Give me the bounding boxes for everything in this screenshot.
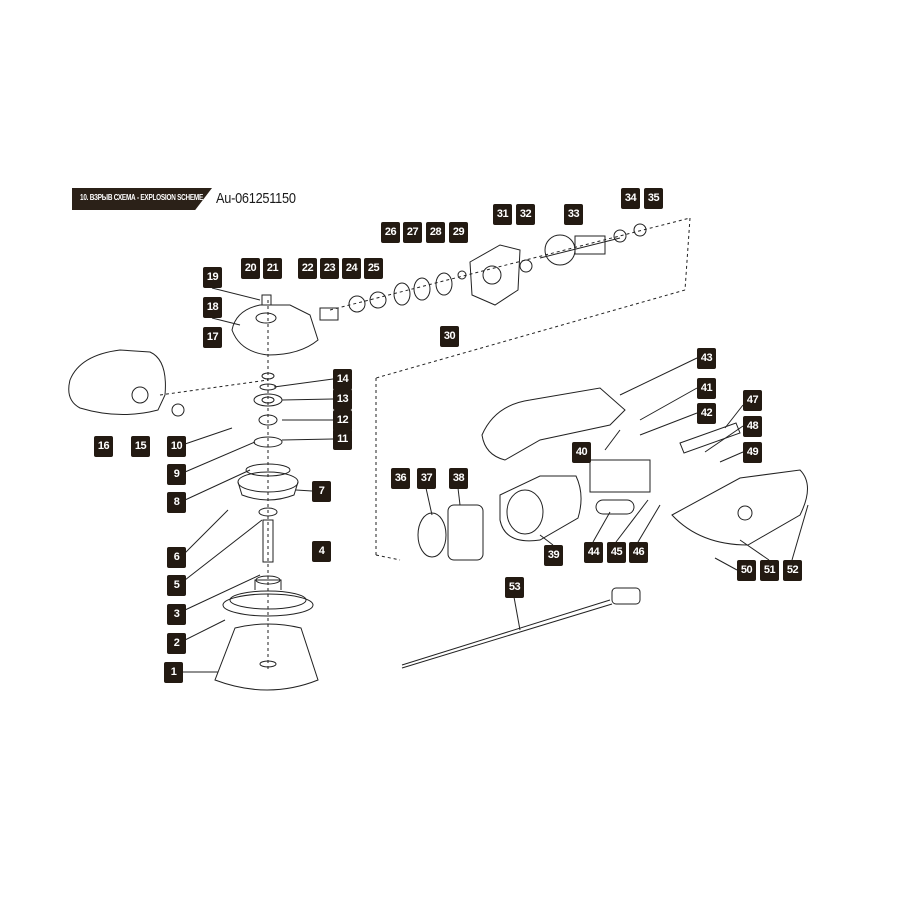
part-label-30: 30	[440, 326, 459, 347]
model-code: Au-061251150	[216, 190, 296, 207]
armature	[519, 223, 647, 273]
part-label-41: 41	[697, 378, 716, 399]
part-label-2: 2	[167, 633, 186, 654]
bearing-housing	[237, 463, 299, 501]
part-label-24: 24	[342, 258, 361, 279]
power-cord	[401, 587, 641, 669]
part-label-4: 4	[312, 541, 331, 562]
part-label-43: 43	[697, 348, 716, 369]
section-title: 10. ВЗРЫВ СХЕМА - EXPLOSION SCHEME	[80, 193, 204, 202]
part-label-17: 17	[203, 327, 222, 348]
part-label-23: 23	[320, 258, 339, 279]
part-label-42: 42	[697, 403, 716, 424]
part-label-9: 9	[167, 464, 186, 485]
part-label-12: 12	[333, 410, 352, 431]
front-cover	[68, 349, 185, 417]
part-label-53: 53	[505, 577, 524, 598]
part-label-25: 25	[364, 258, 383, 279]
part-label-7: 7	[312, 481, 331, 502]
part-label-15: 15	[131, 436, 150, 457]
bearing-plate	[469, 244, 521, 306]
part-label-5: 5	[167, 575, 186, 596]
part-label-20: 20	[241, 258, 260, 279]
part-label-27: 27	[403, 222, 422, 243]
part-label-19: 19	[203, 267, 222, 288]
part-label-11: 11	[333, 429, 352, 450]
part-label-50: 50	[737, 560, 756, 581]
section-header: 10. ВЗРЫВ СХЕМА - EXPLOSION SCHEME	[72, 188, 212, 210]
rear-handle	[671, 469, 808, 546]
part-label-45: 45	[607, 542, 626, 563]
motor-housing	[481, 387, 626, 461]
switch	[589, 459, 651, 515]
part-label-31: 31	[493, 204, 512, 225]
cable-sleeve	[679, 422, 741, 454]
part-label-34: 34	[621, 188, 640, 209]
part-label-40: 40	[572, 442, 591, 463]
polishing-pad	[214, 623, 319, 691]
backing-plate	[222, 575, 314, 617]
part-label-49: 49	[743, 442, 762, 463]
part-label-48: 48	[743, 416, 762, 437]
part-label-36: 36	[391, 468, 410, 489]
part-label-39: 39	[544, 545, 563, 566]
part-label-51: 51	[760, 560, 779, 581]
part-label-46: 46	[629, 542, 648, 563]
part-label-38: 38	[449, 468, 468, 489]
part-label-37: 37	[417, 468, 436, 489]
part-label-21: 21	[263, 258, 282, 279]
part-label-16: 16	[94, 436, 113, 457]
part-label-35: 35	[644, 188, 663, 209]
assembly-axes	[159, 217, 691, 670]
part-label-26: 26	[381, 222, 400, 243]
part-label-13: 13	[333, 389, 352, 410]
spindle	[258, 507, 278, 563]
stator	[417, 504, 484, 561]
motor-case	[499, 475, 582, 542]
part-label-28: 28	[426, 222, 445, 243]
leader-lines	[182, 287, 809, 673]
part-label-3: 3	[167, 604, 186, 625]
part-label-10: 10	[167, 436, 186, 457]
part-label-22: 22	[298, 258, 317, 279]
part-label-52: 52	[783, 560, 802, 581]
part-label-18: 18	[203, 297, 222, 318]
part-label-8: 8	[167, 492, 186, 513]
part-label-6: 6	[167, 547, 186, 568]
shaft-parts	[319, 270, 467, 321]
part-label-29: 29	[449, 222, 468, 243]
part-label-14: 14	[333, 369, 352, 390]
part-label-1: 1	[164, 662, 183, 683]
part-label-33: 33	[564, 204, 583, 225]
gear-head	[231, 294, 319, 356]
part-label-47: 47	[743, 390, 762, 411]
part-label-32: 32	[516, 204, 535, 225]
part-label-44: 44	[584, 542, 603, 563]
